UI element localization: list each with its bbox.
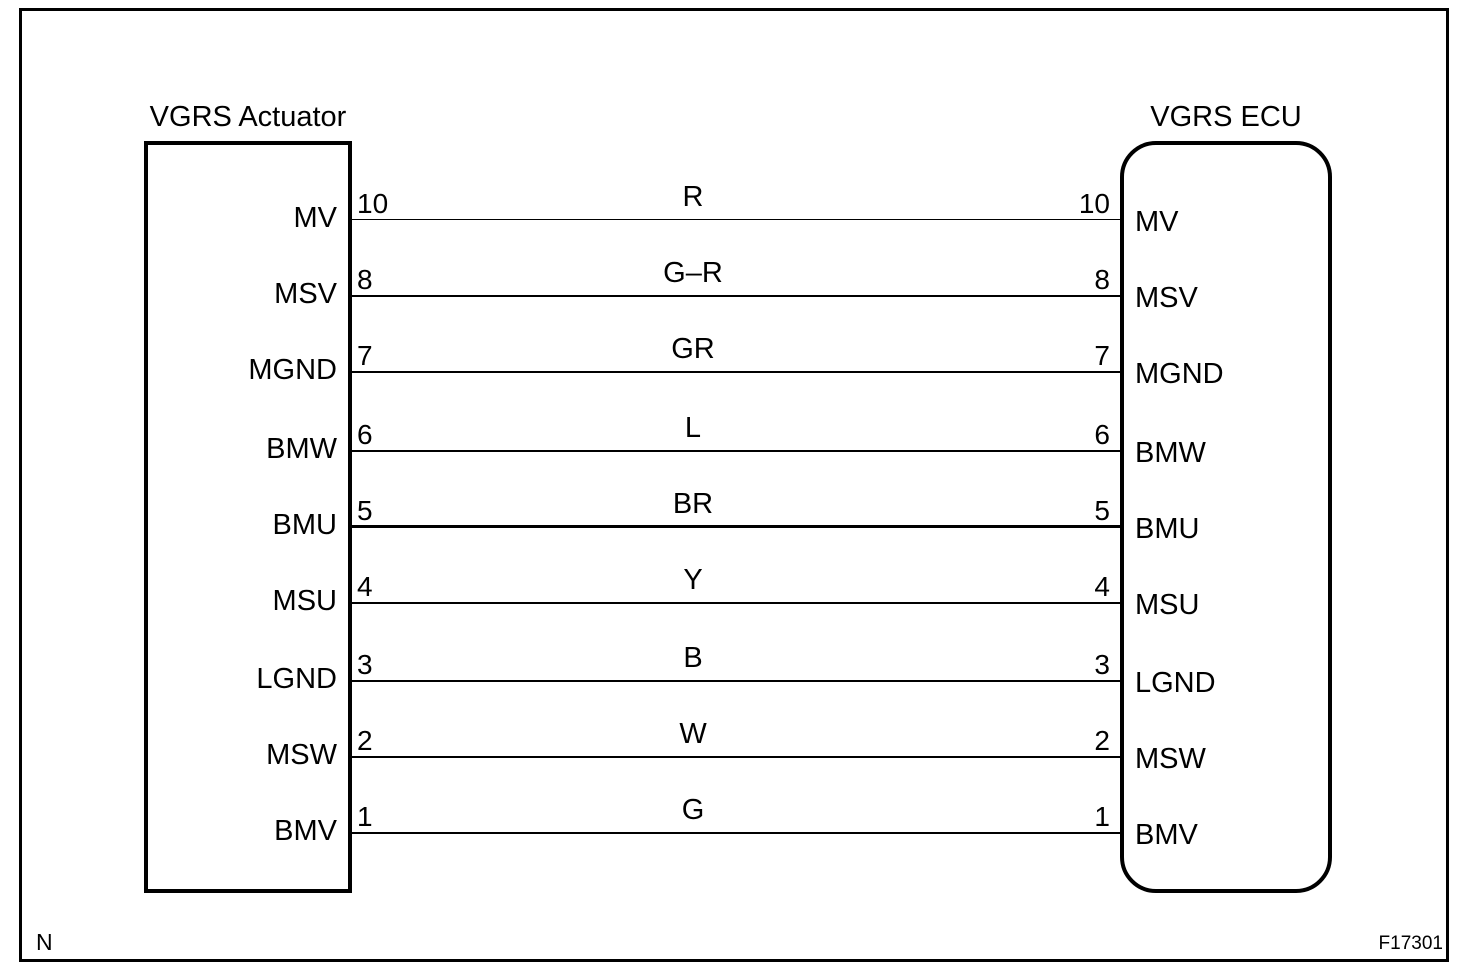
- pin-number-right: 1: [1094, 801, 1110, 832]
- wire-line: [352, 756, 1120, 758]
- figure-number: F17301: [1378, 933, 1443, 954]
- actuator-pin-label: BMW: [266, 433, 337, 465]
- wire-color-label: W: [679, 718, 707, 750]
- wire-line: [352, 832, 1120, 834]
- actuator-pin-label: MSU: [272, 585, 337, 617]
- diagram-border: [19, 8, 1449, 962]
- actuator-pin-label: MV: [293, 202, 338, 234]
- actuator-pin-label: LGND: [256, 663, 337, 695]
- pin-number-right: 4: [1094, 571, 1110, 602]
- pin-number-left: 4: [357, 571, 373, 602]
- pin-number-right: 10: [1078, 188, 1110, 219]
- pin-number-left: 8: [357, 264, 373, 295]
- ecu-box: [1120, 141, 1332, 893]
- pin-number-right: 3: [1094, 649, 1110, 680]
- pin-number-right: 7: [1094, 340, 1110, 371]
- pin-number-left: 5: [357, 495, 373, 526]
- ecu-pin-label: LGND: [1135, 667, 1216, 699]
- pin-number-left: 2: [357, 725, 373, 756]
- ecu-pin-label: MSU: [1135, 589, 1200, 621]
- wire-line: [352, 295, 1120, 297]
- wire-color-label: BR: [672, 488, 714, 520]
- wire-color-label: G: [681, 794, 705, 826]
- actuator-pin-label: MGND: [248, 354, 337, 386]
- pin-number-right: 8: [1094, 264, 1110, 295]
- wire-color-label: G–R: [663, 257, 723, 289]
- ecu-pin-label: MV: [1135, 206, 1179, 238]
- wire-line: [352, 525, 1120, 528]
- pin-number-right: 2: [1094, 725, 1110, 756]
- actuator-box: [144, 141, 352, 893]
- ecu-pin-label: BMV: [1135, 819, 1198, 851]
- actuator-pin-label: BMU: [272, 509, 337, 541]
- pin-number-left: 10: [357, 188, 389, 219]
- wire-color-label: GR: [671, 333, 715, 365]
- wire-line: [352, 450, 1120, 452]
- pin-number-right: 5: [1094, 495, 1110, 526]
- wire-line: [352, 371, 1120, 373]
- ecu-title: VGRS ECU: [1150, 101, 1302, 133]
- actuator-title: VGRS Actuator: [149, 101, 347, 133]
- pin-number-left: 7: [357, 340, 373, 371]
- wire-color-label: R: [682, 181, 704, 213]
- wire-color-label: Y: [683, 564, 703, 596]
- pin-number-left: 1: [357, 801, 373, 832]
- footer-note: N: [36, 929, 53, 955]
- actuator-pin-label: MSW: [266, 739, 337, 771]
- pin-number-left: 3: [357, 649, 373, 680]
- wire-line: [352, 219, 1120, 220]
- ecu-pin-label: BMU: [1135, 513, 1200, 545]
- wire-color-label: B: [683, 642, 703, 674]
- ecu-pin-label: MSV: [1135, 282, 1198, 314]
- actuator-pin-label: MSV: [274, 278, 337, 310]
- ecu-pin-label: MGND: [1135, 358, 1224, 390]
- wire-line: [352, 680, 1120, 682]
- ecu-pin-label: MSW: [1135, 743, 1206, 775]
- wire-color-label: L: [684, 412, 702, 444]
- wire-line: [352, 602, 1120, 604]
- pin-number-right: 6: [1094, 419, 1110, 450]
- actuator-pin-label: BMV: [274, 815, 337, 847]
- pin-number-left: 6: [357, 419, 373, 450]
- ecu-pin-label: BMW: [1135, 437, 1206, 469]
